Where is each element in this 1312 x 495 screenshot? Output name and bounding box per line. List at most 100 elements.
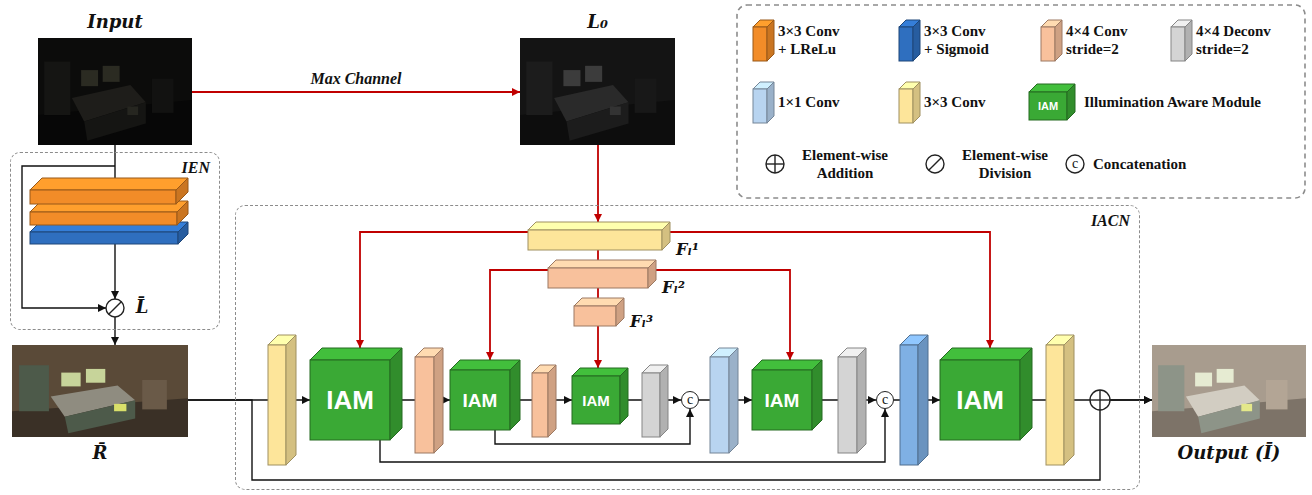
legend-swatch <box>752 81 776 125</box>
op-div <box>106 299 124 317</box>
face-side <box>1055 20 1062 61</box>
face-side <box>390 348 402 440</box>
iam-block: IAM <box>752 360 822 430</box>
scene-sticker <box>1241 404 1252 411</box>
legend-text: 1×1 Conv <box>778 93 839 111</box>
op-stroke <box>929 158 942 171</box>
face-front <box>900 345 918 465</box>
op-stroke <box>1099 390 1100 410</box>
legend-entry: 4×4 Conv stride=2 <box>1066 22 1136 58</box>
face-top <box>548 260 656 268</box>
op-letter: c <box>1072 156 1078 172</box>
edge-label: Max Channel <box>307 69 404 89</box>
legend-icon <box>1029 84 1075 120</box>
scene-chair <box>142 380 167 409</box>
face-front <box>574 306 616 326</box>
face-side <box>548 365 556 437</box>
arrow-head <box>98 304 106 312</box>
reflectance-image: R̄ <box>12 345 188 437</box>
variable-label: L̄ <box>136 297 149 318</box>
legend-plate <box>899 82 920 123</box>
scene-screen <box>81 70 98 86</box>
op-letter: c <box>877 392 893 408</box>
scene-console <box>84 102 146 141</box>
connector <box>490 270 548 360</box>
iam-shape <box>310 348 402 440</box>
iam-shape <box>752 360 822 430</box>
face-side <box>648 260 656 288</box>
image-caption: R̄ <box>12 442 188 464</box>
scene-console <box>1198 400 1260 433</box>
network-layer <box>710 348 738 453</box>
feature-label: Fₗ¹ <box>676 240 699 260</box>
image-caption: Input <box>38 11 192 33</box>
face-front <box>450 370 510 430</box>
legend-entry: 3×3 Conv + LReLu <box>778 22 848 58</box>
legend-entry: 3×3 Conv + Sigmoid <box>924 22 994 58</box>
network-layer <box>1046 335 1074 465</box>
face-side <box>178 222 188 244</box>
face-front <box>838 357 857 453</box>
op-letter: c <box>682 392 698 408</box>
feature-plate: Fₗ² <box>548 260 656 288</box>
op-stroke <box>774 155 775 173</box>
scene-screen <box>1217 369 1234 383</box>
scene-sticker <box>610 106 621 115</box>
op-ring <box>766 155 784 173</box>
face-front <box>528 230 662 250</box>
scene-cabinet <box>526 62 552 116</box>
legend-entry: Element-wise Division <box>953 146 1057 182</box>
legend-plate <box>899 20 920 61</box>
scene-screen <box>563 70 580 86</box>
scene-screen <box>1195 373 1212 387</box>
legend-swatch <box>1170 19 1194 63</box>
legend-plate <box>1041 20 1062 61</box>
face-front <box>1041 27 1055 61</box>
connector <box>656 270 790 360</box>
scene-chair <box>635 79 657 113</box>
feature-plate: Fₗ³ <box>574 298 624 326</box>
face-front <box>710 357 729 453</box>
icon-label: IAM <box>1038 100 1058 113</box>
face-side <box>729 348 738 453</box>
face-front <box>753 89 767 123</box>
op-stroke <box>109 302 122 315</box>
iam-block: IAM <box>310 348 402 440</box>
arrow-head <box>111 291 119 299</box>
face-top <box>310 348 402 360</box>
network-layer <box>268 335 296 465</box>
face-top <box>30 178 188 190</box>
face-side <box>1064 335 1074 465</box>
legend-text: Concatenation <box>1093 155 1186 173</box>
photo <box>12 345 188 437</box>
iam-label: IAM <box>752 370 812 430</box>
iam-label: IAM <box>572 376 620 424</box>
face-front <box>532 373 548 437</box>
legend-symbol <box>923 152 947 176</box>
iam-label: IAM <box>450 370 510 430</box>
face-front <box>1029 92 1067 120</box>
face-side <box>510 360 520 430</box>
plate-shape <box>528 222 670 250</box>
face-top <box>572 368 628 376</box>
legend-text: 4×4 Conv stride=2 <box>1066 22 1136 58</box>
scene-console <box>567 102 629 141</box>
face-top <box>940 348 1032 360</box>
face-side <box>662 222 670 250</box>
face-side <box>434 348 443 453</box>
face-front <box>572 376 620 424</box>
connector <box>597 326 599 368</box>
op-div <box>926 155 944 173</box>
iam-label: IAM <box>940 360 1020 440</box>
op-add <box>766 155 784 173</box>
scene-wall <box>38 38 192 145</box>
scene-cabinet <box>44 62 70 116</box>
legend-swatch <box>898 81 922 125</box>
network-layer <box>642 365 668 437</box>
legend-entry: 3×3 Conv <box>924 93 985 111</box>
face-front <box>753 27 767 61</box>
legend-text: 4×4 Deconv stride=2 <box>1196 22 1288 58</box>
connector <box>597 288 599 298</box>
ien-region: IEN <box>10 152 220 330</box>
connector <box>670 232 990 348</box>
